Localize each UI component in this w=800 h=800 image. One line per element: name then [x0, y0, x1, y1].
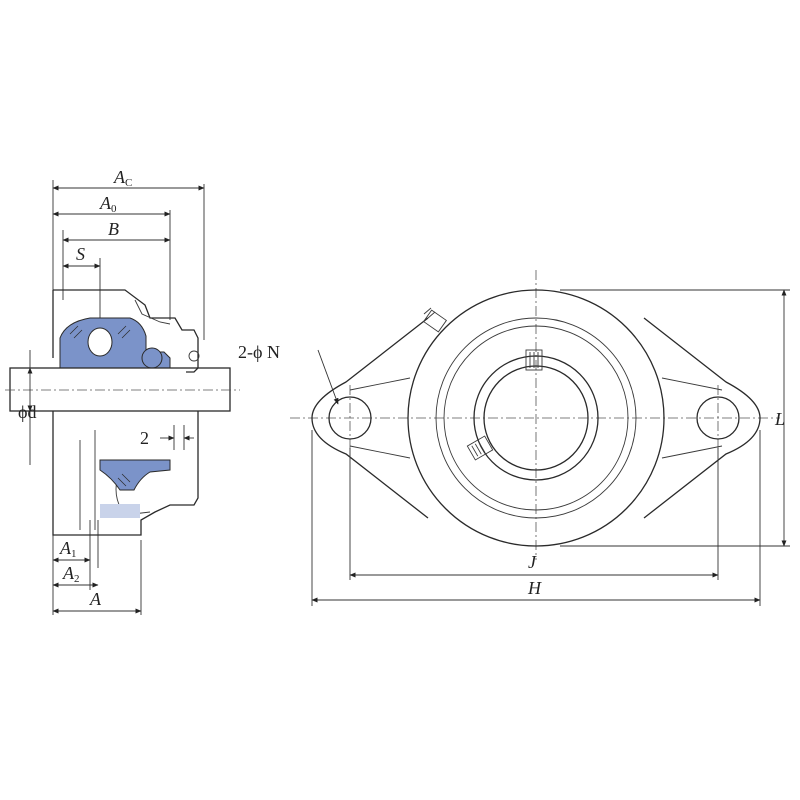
upper-hatching: [69, 325, 131, 339]
dim-label-s: S: [76, 244, 85, 264]
bolt-hole-right: [696, 396, 740, 440]
dim-label-j: J: [528, 552, 537, 572]
svg-text:AC: AC: [113, 167, 132, 189]
dim-label-b: B: [108, 219, 119, 239]
dim-label-a1: A1: [59, 538, 77, 560]
dim-label-two: 2: [140, 428, 149, 448]
set-screw-lower: [466, 435, 494, 461]
front-view: L J H 2-ϕ N: [238, 270, 790, 606]
side-section-view: AC A0 B S ϕd 2 A1 A2: [5, 167, 240, 615]
dim-label-l: L: [774, 409, 785, 429]
set-screw-top: [525, 349, 543, 371]
dim-label-phi-d: ϕd: [18, 402, 36, 422]
dim-label-a2: A2: [62, 563, 80, 585]
dim-label-ac: AC: [113, 167, 132, 189]
lower-hatching: [117, 473, 131, 487]
dim-label-holes: 2-ϕ N: [238, 342, 280, 362]
bolt-hole-left: [328, 396, 372, 440]
grease-nipple-icon: [422, 307, 448, 333]
svg-text:A0: A0: [99, 193, 117, 215]
svg-text:A1: A1: [59, 538, 77, 560]
svg-text:A2: A2: [62, 563, 80, 585]
dim-label-h: H: [527, 578, 542, 598]
dim-label-a0: A0: [99, 193, 117, 215]
dim-label-a: A: [89, 589, 102, 609]
